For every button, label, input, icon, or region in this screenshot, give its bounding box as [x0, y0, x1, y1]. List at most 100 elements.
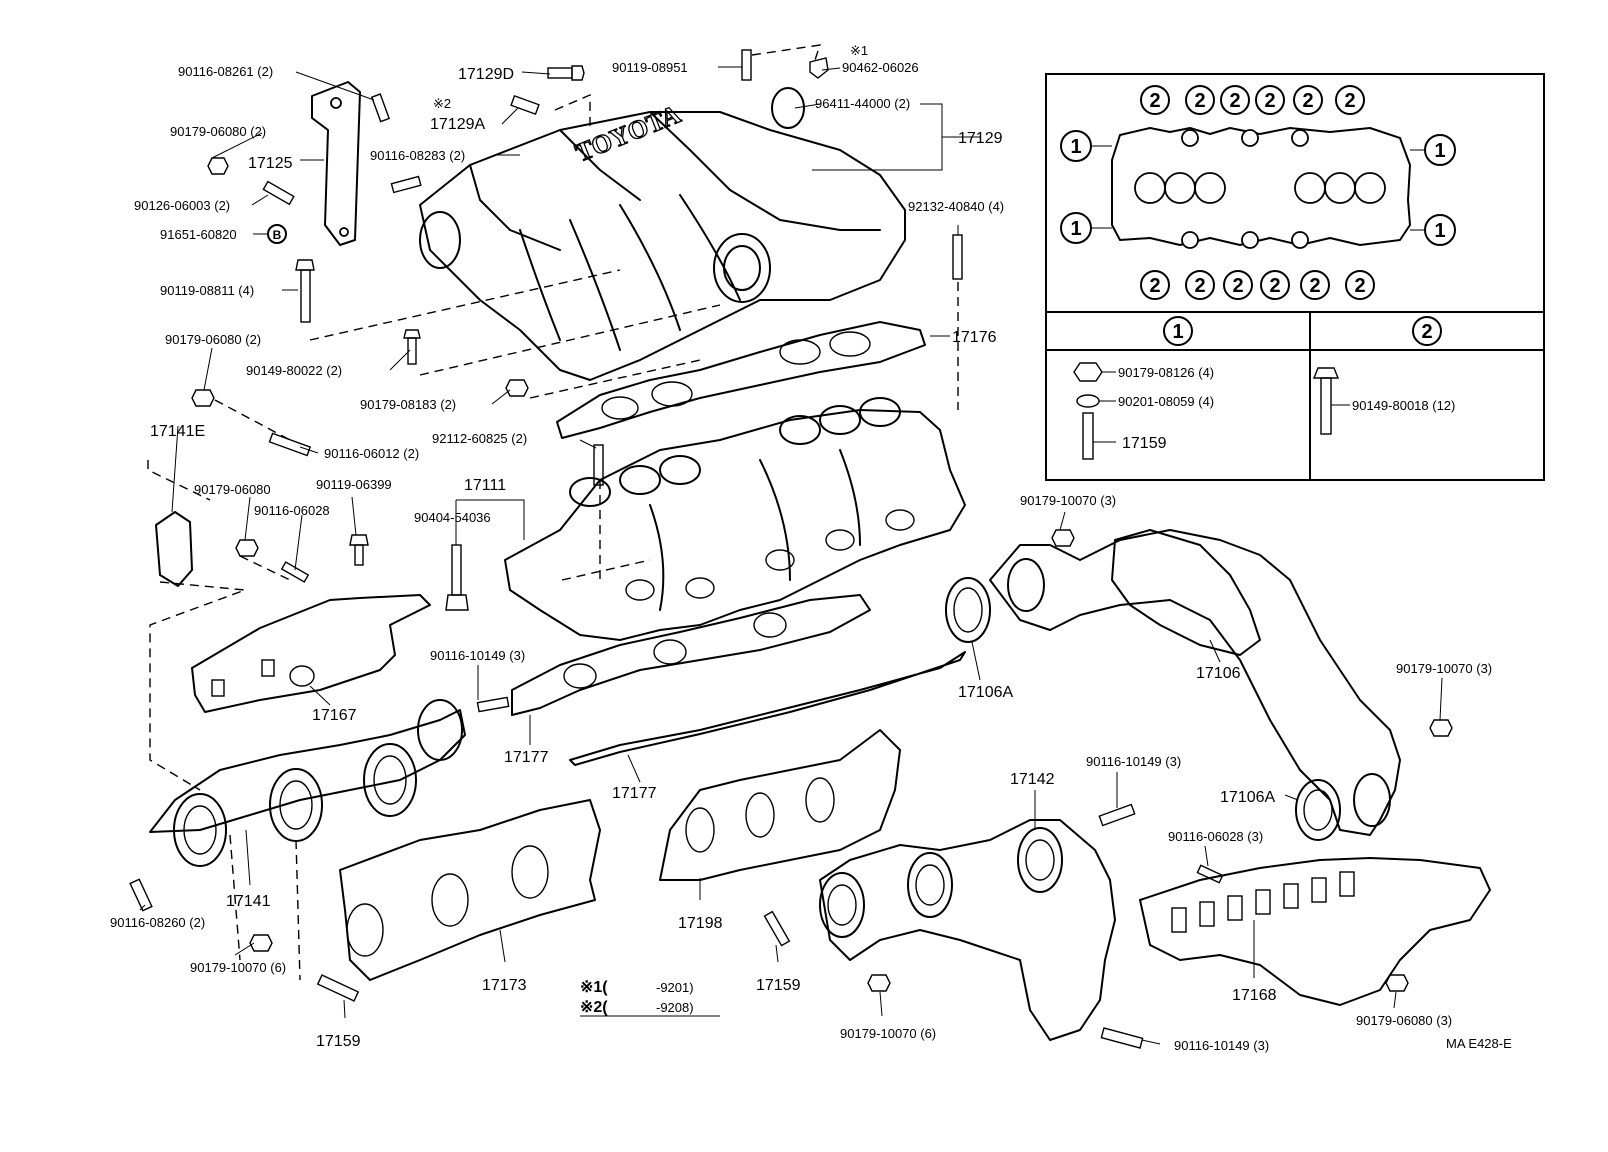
- stud-90116-06012: [268, 432, 312, 457]
- torque-sequence-inset: 1 1 1 1 2 2 2 2 2 2 2 2 2: [1045, 73, 1545, 481]
- label-17106: 17106: [1196, 665, 1241, 682]
- intake-manifold-17111: [504, 397, 966, 641]
- bolt-90116-08283: [390, 175, 422, 194]
- bolt-17129D: [547, 65, 585, 81]
- nut-90179-06080-b: [191, 389, 215, 407]
- exhaust-manifold-17141: [149, 709, 466, 833]
- label-90179-10070-b: 90179-10070 (3): [1020, 493, 1116, 508]
- label-90116-06028-a: 90116-06028: [254, 503, 330, 518]
- exhaust-manifold-17142: [819, 819, 1116, 1041]
- gasket-outline: [1111, 127, 1411, 246]
- bolt-17129A: [510, 94, 540, 116]
- svg-text:2: 2: [1229, 90, 1240, 112]
- callouts-2-top: 2 2 2 2 2 2: [1140, 85, 1365, 115]
- label-90126-06003: 90126-06003 (2): [134, 198, 230, 213]
- label-90179-10070-c: 90179-10070 (3): [1396, 661, 1492, 676]
- nut-90179-06080-a: [207, 157, 229, 175]
- label-90179-10070-d: 90179-10070 (6): [840, 1026, 936, 1041]
- label-90149-80022: 90149-80022 (2): [246, 363, 342, 378]
- plug-96411-44000: [771, 87, 805, 129]
- stud-92132-40840: [952, 234, 963, 280]
- label-90179-06080-d: 90179-06080 (3): [1356, 1013, 1452, 1028]
- heat-insulator-17173: [339, 799, 601, 981]
- gasket-17106A-b: [1295, 779, 1341, 841]
- footnotes: ※1( -9201) ※2( -9208): [580, 979, 720, 1017]
- exhaust-pipe-17106: [989, 529, 1401, 836]
- label-90404-54036: 90404-54036: [414, 510, 491, 525]
- callout-b-icon: B: [267, 224, 287, 244]
- gasket-17106A-a: [945, 577, 991, 643]
- label-17141: 17141: [226, 893, 271, 910]
- svg-text:1: 1: [1434, 220, 1445, 242]
- nut-90179-10070-c: [1429, 719, 1453, 737]
- stud-90116-06028-b: [1196, 864, 1224, 884]
- stud-90116-06028: [280, 561, 310, 583]
- label-17168: 17168: [1232, 987, 1277, 1004]
- inset-label-nut: 90179-08126 (4): [1118, 365, 1214, 380]
- inset-col1-header: 1: [1163, 316, 1193, 346]
- nut-90179-08183: [505, 379, 529, 397]
- svg-text:1: 1: [1070, 218, 1081, 240]
- bolt-90119-08811: [295, 259, 315, 323]
- stay-17125: [311, 81, 361, 246]
- callout-1-bottom-right: 1: [1424, 214, 1456, 246]
- label-92132-40840: 92132-40840 (4): [908, 199, 1004, 214]
- callout-1-top-left: 1: [1060, 130, 1092, 162]
- stud-17159-a: [316, 974, 360, 1002]
- gasket-17177-a: [511, 594, 871, 716]
- stud-90116-10149-c: [1100, 1027, 1144, 1049]
- label-91651-60820: 91651-60820: [160, 227, 237, 242]
- callout-1-top-right: 1: [1424, 134, 1456, 166]
- nut-icon: [1073, 362, 1103, 382]
- label-90179-06080-b: 90179-06080 (2): [165, 332, 261, 347]
- label-17129A: 17129A: [430, 116, 485, 133]
- label-90119-06399: 90119-06399: [316, 477, 392, 492]
- washer-icon: [1076, 394, 1100, 408]
- nut-90179-10070-b: [1051, 529, 1075, 547]
- nut-90179-06080-d: [1385, 974, 1409, 992]
- stud-17159-b: [763, 910, 791, 947]
- label-90179-06080-a: 90179-06080 (2): [170, 124, 266, 139]
- label-90116-10149-c: 90116-10149 (3): [1174, 1038, 1269, 1053]
- svg-text:2: 2: [1344, 90, 1355, 112]
- svg-text:2: 2: [1302, 90, 1313, 112]
- stud-90116-10149-b: [1098, 803, 1136, 827]
- callout-1-bottom-left: 1: [1060, 212, 1092, 244]
- label-90179-08183: 90179-08183 (2): [360, 397, 456, 412]
- stud-92112-60825: [593, 444, 604, 486]
- svg-text:2: 2: [1309, 275, 1320, 297]
- bolt-90149-80022: [403, 329, 421, 365]
- inset-label-stud: 17159: [1122, 435, 1167, 452]
- label-90116-06012: 90116-06012 (2): [324, 446, 419, 461]
- footnote-2-range: -9208): [656, 1000, 694, 1015]
- footnote-1-mark: ※1(: [580, 979, 608, 996]
- label-17129A-mark: ※2: [433, 96, 451, 111]
- nut-90179-10070-d: [867, 974, 891, 992]
- label-90179-06080-c: 90179-06080: [194, 482, 271, 497]
- valve-90404-54036: [445, 544, 469, 611]
- label-17167: 17167: [312, 707, 357, 724]
- label-92112-60825: 92112-60825 (2): [432, 431, 527, 446]
- toyota-logo-text: TOYOTA: [571, 99, 684, 167]
- label-17176: 17176: [952, 329, 997, 346]
- footnote-2-mark: ※2(: [580, 999, 608, 1016]
- label-17142: 17142: [1010, 771, 1055, 788]
- gasket-17141E: [155, 511, 193, 587]
- label-90119-08951: 90119-08951: [612, 60, 688, 75]
- stud-90126-06003: [262, 180, 295, 206]
- gasket-ports: [1134, 129, 1386, 249]
- svg-text:2: 2: [1354, 275, 1365, 297]
- label-17177-b: 17177: [612, 785, 657, 802]
- inset-label-washer: 90201-08059 (4): [1118, 394, 1214, 409]
- leader-lines: [139, 66, 1443, 1045]
- label-96411-44000: 96411-44000 (2): [815, 96, 910, 111]
- svg-text:1: 1: [1070, 136, 1081, 158]
- bracket-90462-06026: [809, 57, 829, 79]
- label-17111: 17111: [464, 477, 506, 494]
- label-90116-10149-b: 90116-10149 (3): [1086, 754, 1181, 769]
- nut-90179-06080-c: [235, 539, 259, 557]
- stud-90116-10149-a: [476, 696, 510, 713]
- inset-col2-header: 2: [1412, 316, 1442, 346]
- label-90179-10070-a: 90179-10070 (6): [190, 960, 286, 975]
- label-90116-08261: 90116-08261 (2): [178, 64, 273, 79]
